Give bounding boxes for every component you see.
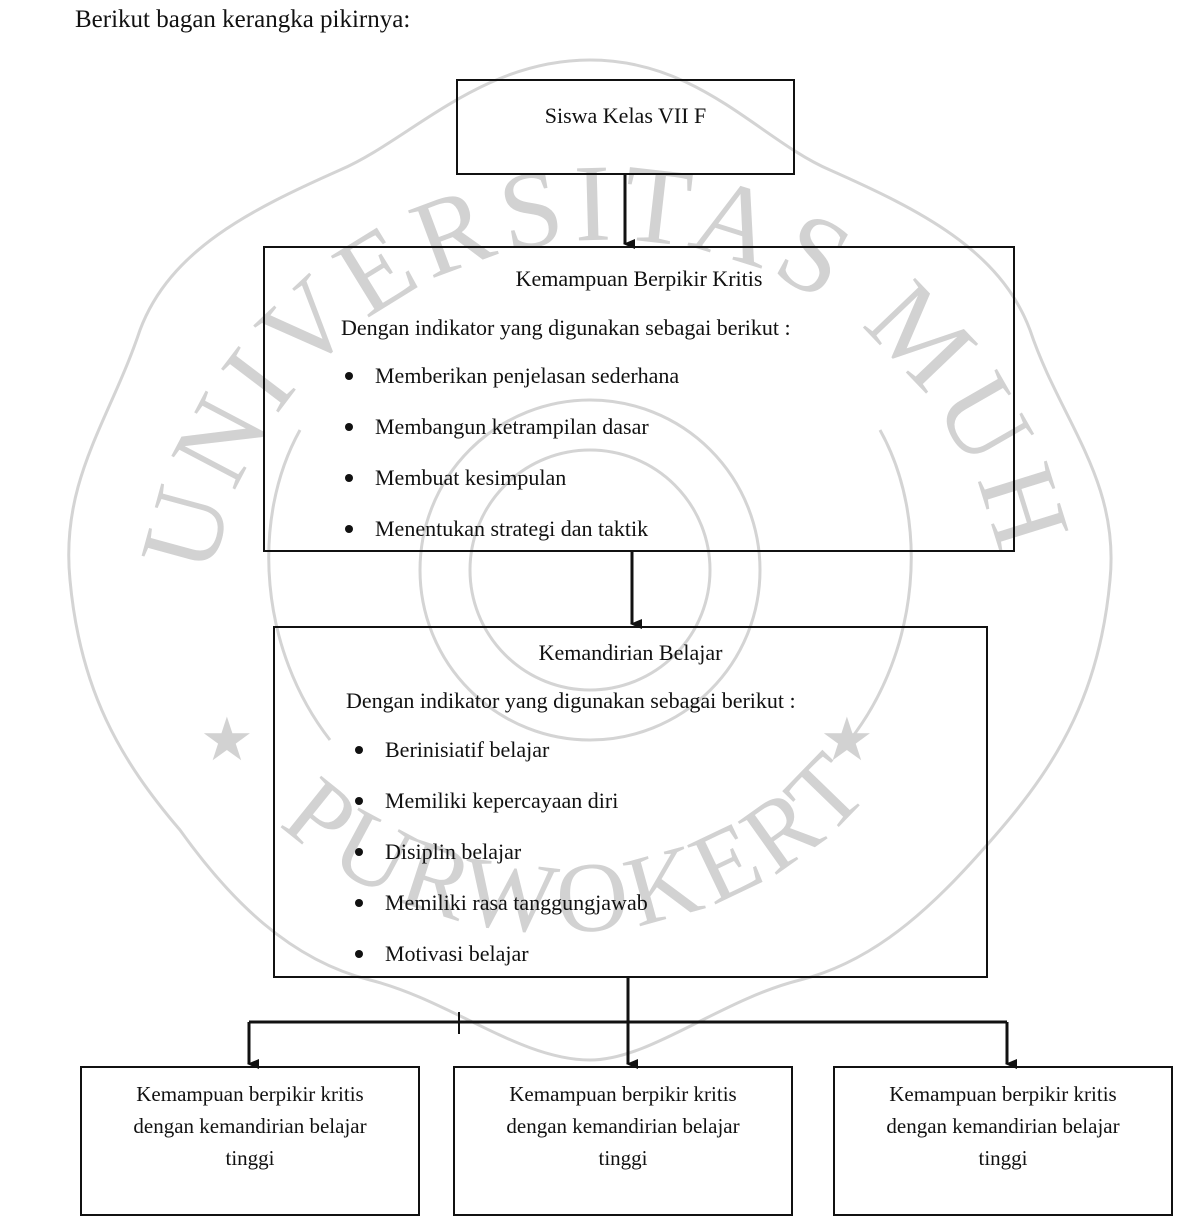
list-item: Disiplin belajar [351, 837, 648, 888]
indicator-label: Menentukan strategi dan taktik [375, 516, 649, 541]
outcome-line: tinggi [225, 1146, 275, 1170]
node-outcome-3: Kemampuan berpikir kritis dengan kemandi… [833, 1066, 1173, 1216]
outcome-line: dengan kemandirian belajar [133, 1114, 367, 1138]
star-left-icon: ★ [200, 705, 254, 775]
indicator-label: Membangun ketrampilan dasar [375, 414, 649, 439]
indicator-label: Memiliki kepercayaan diri [385, 788, 619, 813]
bullet-icon [355, 848, 363, 856]
list-item: Memiliki kepercayaan diri [351, 786, 648, 837]
list-item: Berinisiatif belajar [351, 735, 648, 786]
node-kbk-title: Kemampuan Berpikir Kritis [515, 266, 763, 291]
node-siswa-title: Siswa Kelas VII F [544, 103, 707, 128]
bullet-icon [355, 797, 363, 805]
bullet-icon [345, 474, 353, 482]
node-siswa: Siswa Kelas VII F [456, 79, 795, 175]
bullet-icon [355, 899, 363, 907]
indicator-label: Berinisiatif belajar [385, 737, 550, 762]
outcome-line: tinggi [978, 1146, 1028, 1170]
bullet-icon [345, 372, 353, 380]
intro-text: Berikut bagan kerangka pikirnya: [75, 6, 411, 33]
list-item: Memberikan penjelasan sederhana [341, 361, 679, 412]
list-item: Motivasi belajar [351, 939, 648, 990]
indicator-label: Membuat kesimpulan [375, 465, 567, 490]
node-outcome-text: Kemampuan berpikir kritis dengan kemandi… [841, 1078, 1165, 1174]
node-kb-indicator-list: Berinisiatif belajar Memiliki kepercayaa… [351, 735, 648, 990]
list-item: Memiliki rasa tanggungjawab [351, 888, 648, 939]
bullet-icon [355, 950, 363, 958]
outcome-line: Kemampuan berpikir kritis [509, 1082, 737, 1106]
list-item: Membangun ketrampilan dasar [341, 412, 679, 463]
list-item: Menentukan strategi dan taktik [341, 514, 679, 565]
node-kbk-subtitle: Dengan indikator yang digunakan sebagai … [341, 315, 791, 340]
list-item: Membuat kesimpulan [341, 463, 679, 514]
node-kbk-indicator-list: Memberikan penjelasan sederhana Membangu… [341, 361, 679, 565]
indicator-label: Memiliki rasa tanggungjawab [385, 890, 648, 915]
outcome-line: dengan kemandirian belajar [886, 1114, 1120, 1138]
node-kb-title: Kemandirian Belajar [538, 640, 723, 665]
node-outcome-text: Kemampuan berpikir kritis dengan kemandi… [461, 1078, 785, 1174]
indicator-label: Motivasi belajar [385, 941, 529, 966]
outcome-line: tinggi [598, 1146, 648, 1170]
indicator-label: Memberikan penjelasan sederhana [375, 363, 680, 388]
node-kemandirian-belajar: Kemandirian Belajar Dengan indikator yan… [273, 626, 988, 978]
node-outcome-1: Kemampuan berpikir kritis dengan kemandi… [80, 1066, 420, 1216]
indicator-label: Disiplin belajar [385, 839, 522, 864]
outcome-line: Kemampuan berpikir kritis [136, 1082, 364, 1106]
outcome-line: Kemampuan berpikir kritis [889, 1082, 1117, 1106]
bullet-icon [345, 525, 353, 533]
bullet-icon [345, 423, 353, 431]
node-outcome-2: Kemampuan berpikir kritis dengan kemandi… [453, 1066, 793, 1216]
node-outcome-text: Kemampuan berpikir kritis dengan kemandi… [88, 1078, 412, 1174]
node-kemampuan-berpikir-kritis: Kemampuan Berpikir Kritis Dengan indikat… [263, 246, 1015, 552]
outcome-line: dengan kemandirian belajar [506, 1114, 740, 1138]
bullet-icon [355, 746, 363, 754]
node-kb-subtitle: Dengan indikator yang digunakan sebagai … [346, 688, 796, 713]
